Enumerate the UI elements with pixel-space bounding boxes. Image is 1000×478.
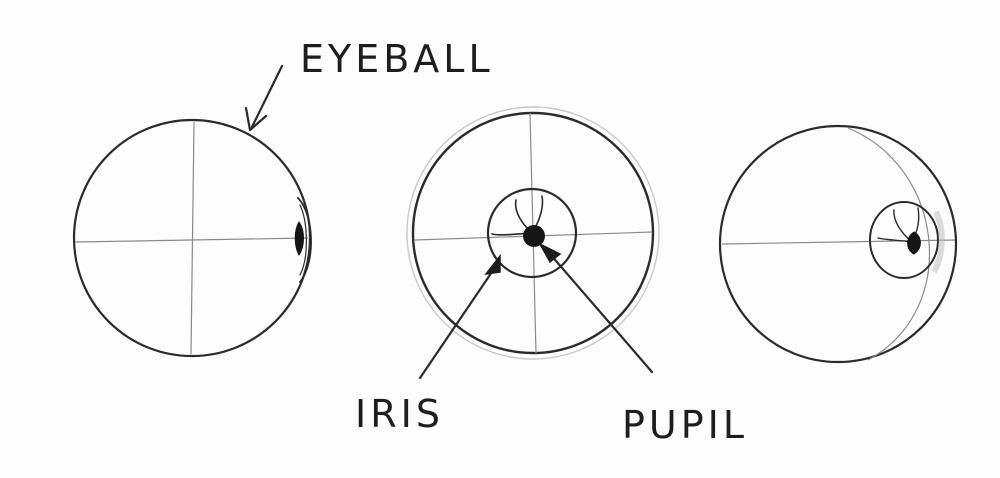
pupil-2: [523, 225, 545, 247]
iris-arrowhead: [484, 253, 501, 276]
iris-label: IRIS: [355, 392, 444, 436]
smudge-ring-2: [406, 106, 660, 360]
side-pupil-1: [294, 221, 304, 256]
eyeball-outline-1: [72, 118, 312, 358]
iris-arrow: [418, 253, 501, 380]
horizontal-guide-1: [74, 237, 309, 243]
eyeball-front-view: [406, 106, 660, 360]
eyeball-outline-3: [718, 124, 958, 364]
side-iris-inner-1: [299, 204, 307, 276]
side-iris-1: [297, 197, 312, 283]
eyeball-three-quarter-view: [718, 124, 958, 364]
pupil-arrow: [538, 242, 654, 374]
pupil-3: [907, 231, 921, 255]
curved-vertical-guide-3: [847, 127, 930, 361]
pupil-label: PUPIL: [622, 403, 748, 447]
eyeball-side-view: [72, 118, 312, 358]
eyeball-outline-2: [411, 111, 655, 355]
iris-outline-2: [486, 187, 578, 279]
eyeball-label: EYEBALL: [300, 37, 494, 81]
pupil-arrowhead: [538, 242, 562, 264]
iris-outline-3: [869, 201, 939, 279]
eyeball-arrow: [244, 64, 284, 132]
iris-shading-3: [931, 210, 945, 274]
vertical-guide-1: [190, 121, 195, 355]
